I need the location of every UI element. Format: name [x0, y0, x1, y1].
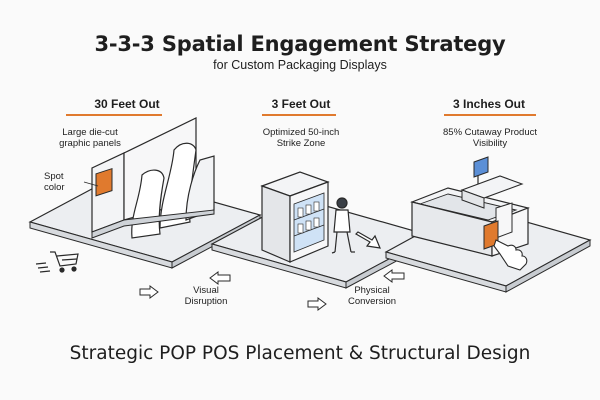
label-visual-disruption: Visual Disruption	[184, 285, 228, 307]
footer-caption: Strategic POP POS Placement & Structural…	[69, 343, 531, 364]
die-cut-panel-display	[91, 117, 215, 239]
label-large-die-cut-panels: Large die-cut graphic panels	[59, 127, 121, 149]
checkout-counter	[410, 156, 530, 257]
person-icon	[331, 197, 355, 254]
label-spot-color: Spot color	[44, 171, 65, 193]
diagram-subtitle: for Custom Packaging Displays	[213, 58, 387, 72]
label-physical-conversion: Physical Conversion	[347, 285, 397, 307]
hand-pointer-icon	[493, 239, 528, 271]
spot-color-leader-line	[83, 181, 99, 187]
arrow-icon	[139, 269, 405, 311]
arrow-icon	[355, 231, 381, 249]
zone-title-3-feet: 3 Feet Out	[271, 97, 331, 111]
accent-underline	[444, 114, 536, 116]
zone-title-30-feet: 30 Feet Out	[94, 97, 160, 111]
label-strike-zone: Optimized 50-inch Strike Zone	[262, 127, 340, 149]
diagram-title: 3-3-3 Spatial Engagement Strategy	[94, 32, 506, 56]
accent-underline	[66, 114, 162, 116]
shopping-cart-icon	[35, 251, 79, 273]
shelf-unit	[260, 171, 330, 263]
accent-underline	[262, 114, 336, 116]
zone-title-3-inches: 3 Inches Out	[452, 97, 526, 111]
label-cutaway-visibility: 85% Cutaway Product Visibility	[443, 127, 537, 149]
